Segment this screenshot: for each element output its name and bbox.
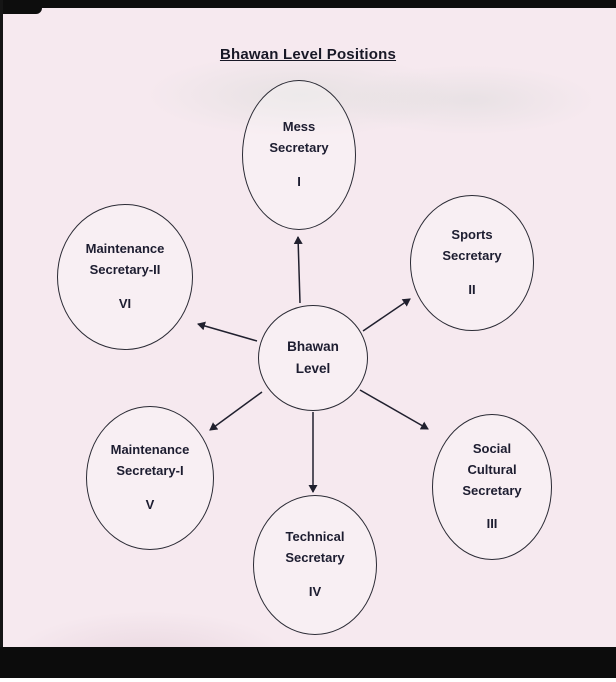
- title-container: Bhawan Level Positions: [0, 46, 616, 64]
- node-label: Secretary-II: [89, 262, 161, 278]
- arrow-to-maintenance-secretary-1: [209, 391, 263, 431]
- arrow-to-maintenance-secretary-2: [197, 321, 258, 342]
- node-numeral: VI: [118, 295, 132, 311]
- center-label: Level: [295, 361, 331, 376]
- arrow-to-social-cultural-secretary: [359, 389, 429, 430]
- node-label: Secretary-I: [116, 463, 184, 479]
- node-numeral: V: [145, 496, 155, 512]
- node-sports-secretary: Sports Secretary II: [410, 195, 534, 331]
- node-maintenance-secretary-1: Maintenance Secretary-I V: [86, 406, 214, 550]
- node-numeral: II: [468, 281, 476, 297]
- node-label: Maintenance: [85, 241, 165, 257]
- page-title: Bhawan Level Positions: [219, 46, 397, 63]
- scan-edge-left: [0, 0, 3, 648]
- node-technical-secretary: Technical Secretary IV: [253, 495, 377, 635]
- scan-edge-top: [0, 0, 616, 8]
- arrow-to-mess-secretary: [293, 236, 303, 304]
- node-label: Secretary: [442, 248, 502, 264]
- node-mess-secretary: Mess Secretary I: [242, 80, 356, 230]
- arrow-to-sports-secretary: [362, 298, 411, 332]
- node-label: Secretary: [269, 140, 329, 156]
- node-label: Secretary: [462, 482, 522, 498]
- node-label: Maintenance: [110, 442, 190, 458]
- node-label: Secretary: [285, 550, 345, 566]
- center-label: Bhawan: [287, 338, 339, 354]
- node-numeral: I: [297, 173, 301, 189]
- node-social-cultural-secretary: Social Cultural Secretary III: [432, 414, 552, 560]
- scan-edge-corner: [0, 0, 42, 14]
- scan-edge-bottom-white: [0, 678, 616, 682]
- node-label: Social: [472, 440, 512, 456]
- node-maintenance-secretary-2: Maintenance Secretary-II VI: [57, 204, 193, 350]
- node-numeral: IV: [308, 583, 322, 599]
- node-numeral: III: [486, 516, 498, 532]
- node-label: Technical: [285, 529, 345, 545]
- node-label: Cultural: [467, 461, 517, 477]
- node-bhawan-level: Bhawan Level: [258, 305, 368, 411]
- scan-edge-bottom: [0, 647, 616, 678]
- node-label: Mess: [282, 119, 316, 135]
- node-label: Sports: [451, 227, 493, 243]
